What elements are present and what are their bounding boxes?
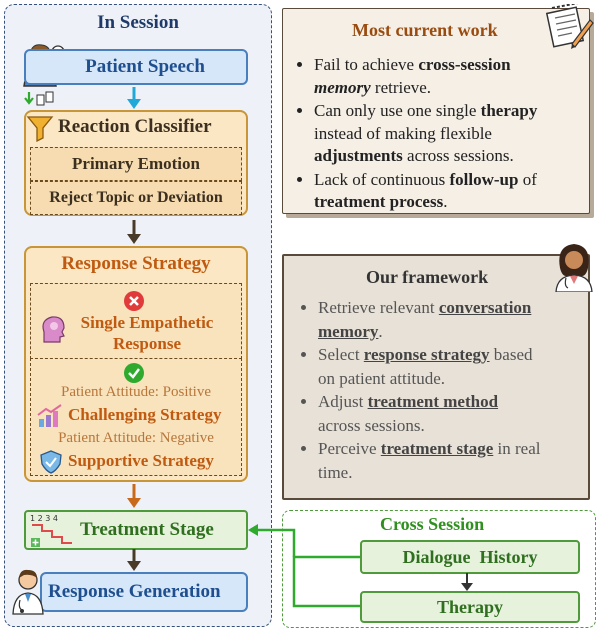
arrow-history-to-therapy xyxy=(461,573,473,591)
list-item: Lack of continuous follow-up of treatmen… xyxy=(314,169,588,214)
primary-emotion-box: Primary Emotion xyxy=(30,147,242,181)
response-strategy-title: Response Strategy xyxy=(61,253,211,274)
arrow-strategy-to-stage xyxy=(127,484,141,508)
supportive-strategy-label: Supportive Strategy xyxy=(68,451,214,470)
reject-topic-label: Reject Topic or Deviation xyxy=(49,189,223,206)
stage-steps-icon: 1 2 3 4 xyxy=(28,511,76,549)
reaction-classifier-title: Reaction Classifier xyxy=(58,116,212,137)
dialogue-history-box: Dialogue History xyxy=(360,540,580,574)
dialogue-history-label: Dialogue History xyxy=(402,546,538,567)
list-item: Perceive treatment stage in real time. xyxy=(318,437,588,484)
support-shield-icon xyxy=(38,449,64,475)
response-generation-label: Response Generation xyxy=(48,581,221,602)
list-item: Select response strategy based on patien… xyxy=(318,343,588,390)
empathy-head-icon xyxy=(40,314,66,344)
most-current-work-title: Most current work xyxy=(352,20,498,40)
cross-session-title: Cross Session xyxy=(380,514,485,534)
attitude-positive-label: Patient Attitude: Positive xyxy=(61,384,211,400)
accept-check-icon xyxy=(123,362,145,384)
challenging-strategy-label: Challenging Strategy xyxy=(68,405,222,424)
download-docs-icon xyxy=(24,90,56,110)
single-empathetic-label-2: Response xyxy=(112,334,181,353)
in-session-title: In Session xyxy=(97,12,179,33)
most-current-work-panel xyxy=(282,8,590,214)
reject-x-icon xyxy=(123,290,145,312)
notepad-pencil-icon xyxy=(542,2,594,50)
list-item: Can only use one single therapy instead … xyxy=(314,100,588,168)
patient-speech-label: Patient Speech xyxy=(85,56,205,77)
our-framework-list: Retrieve relevant conversation memory. S… xyxy=(300,296,588,484)
most-current-work-list: Fail to achieve cross-session memory ret… xyxy=(296,54,588,214)
treatment-stage-label: Treatment Stage xyxy=(80,519,214,540)
reject-topic-box: Reject Topic or Deviation xyxy=(30,181,242,215)
doctor-avatar-icon xyxy=(10,566,46,616)
arrow-classifier-to-strategy xyxy=(127,220,141,244)
stage-icon-numbers: 1 2 3 4 xyxy=(30,514,58,523)
our-framework-title: Our framework xyxy=(366,267,489,287)
arrow-stage-to-generation xyxy=(127,549,141,571)
therapy-label: Therapy xyxy=(436,596,503,617)
therapy-box: Therapy xyxy=(360,591,580,623)
list-item: Retrieve relevant conversation memory. xyxy=(318,296,588,343)
funnel-icon xyxy=(26,114,54,143)
patient-speech-box: Patient Speech xyxy=(24,49,248,85)
list-item: Fail to achieve cross-session memory ret… xyxy=(314,54,588,99)
response-generation-box xyxy=(40,572,248,612)
cross-session-connector xyxy=(248,524,360,608)
our-framework-panel xyxy=(282,254,590,500)
challenge-icon xyxy=(36,403,64,429)
primary-emotion-label: Primary Emotion xyxy=(72,154,200,173)
single-empathetic-label-1: Single Empathetic xyxy=(80,313,214,332)
arrow-speech-to-classifier xyxy=(127,87,141,109)
attitude-negative-label: Patient Attitude: Negative xyxy=(58,430,214,446)
list-item: Adjust treatment method across sessions. xyxy=(318,390,588,437)
doctor-woman-icon xyxy=(552,240,596,293)
